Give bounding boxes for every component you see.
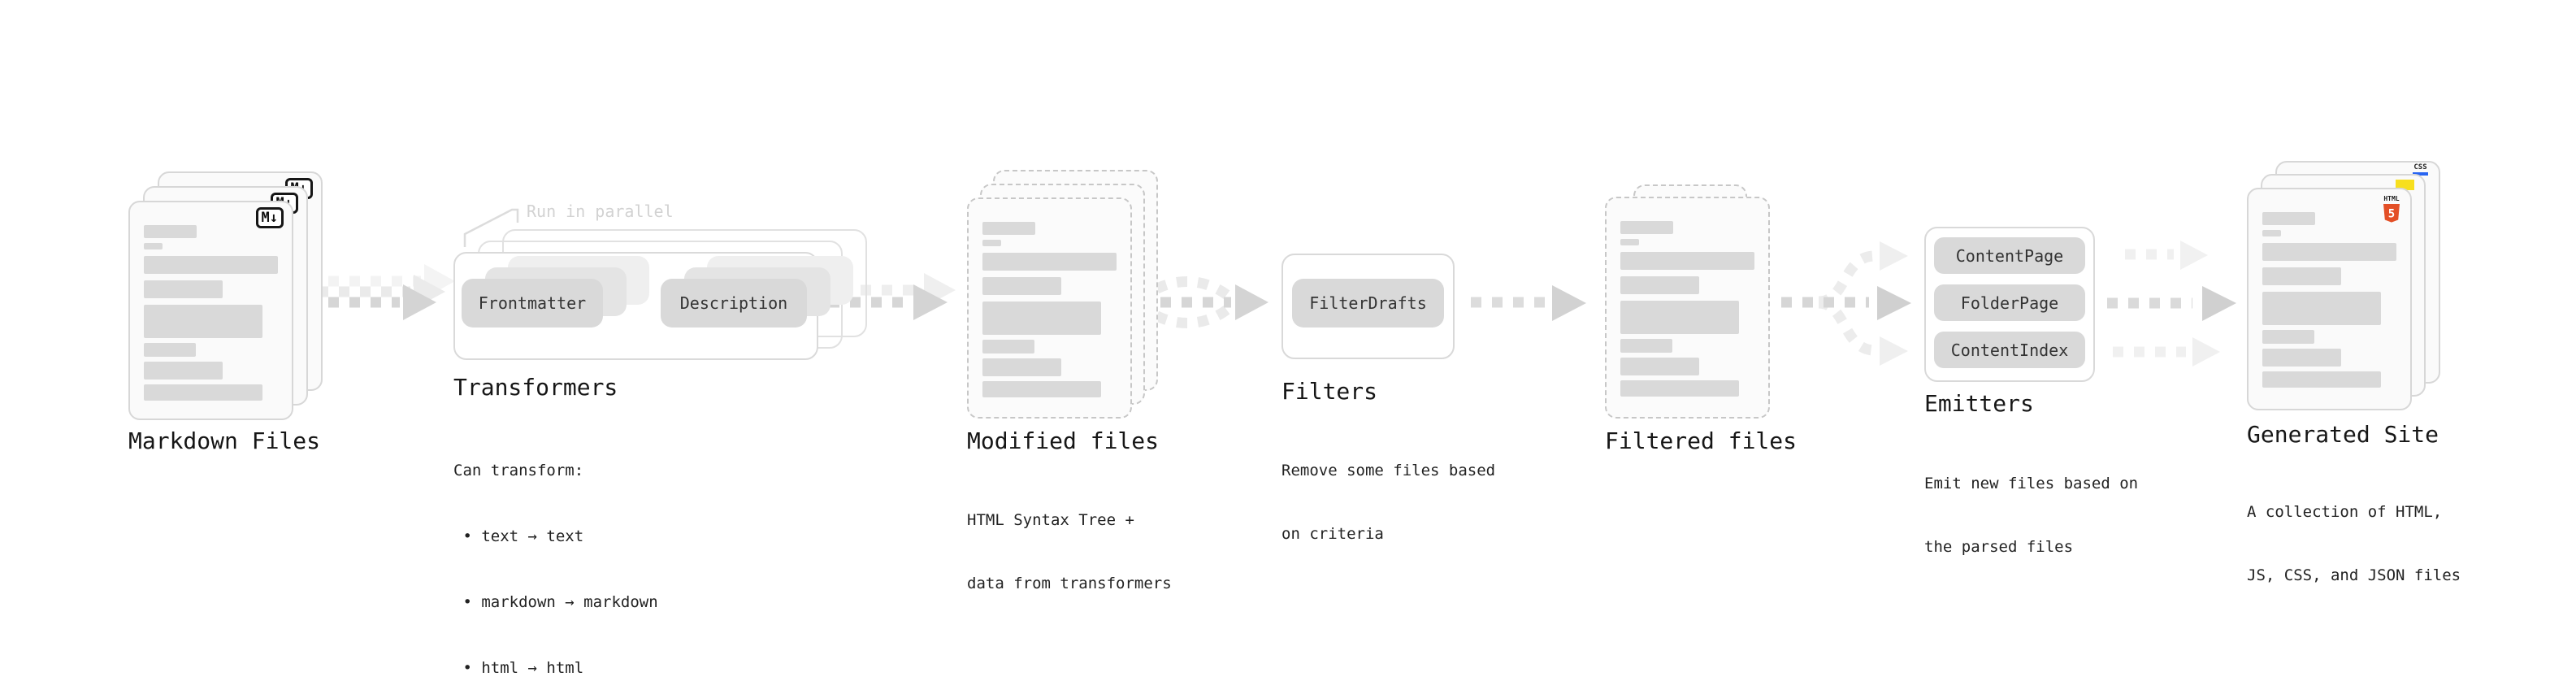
content-placeholder-bar: [1620, 358, 1699, 375]
emitters-description: Emit new files based on the parsed files: [1924, 431, 2138, 600]
description-line: • html → html: [453, 659, 584, 677]
content-placeholder-bar: [1620, 239, 1639, 245]
content-placeholder-bar: [144, 280, 223, 298]
description-line: Emit new files based on: [1924, 475, 2139, 492]
modified-files-description: HTML Syntax Tree + data from transformer…: [967, 467, 1172, 636]
content-placeholder-bar: [1620, 301, 1739, 334]
content-placeholder-bar: [2262, 330, 2314, 344]
stage-label-modified-files: Modified files: [967, 427, 1160, 454]
content-placeholder-bar: [2262, 267, 2341, 285]
content-placeholder-bar: [2262, 230, 2281, 236]
description-line: the parsed files: [1924, 538, 2074, 556]
content-placeholder-bar: [2262, 371, 2381, 388]
content-index-pill: ContentIndex: [1934, 332, 2085, 368]
description-line: A collection of HTML,: [2247, 503, 2443, 521]
arrow-emitters-to-generated: [2107, 241, 2236, 367]
description-line: Remove some files based: [1281, 462, 1496, 479]
arrow-transformers-to-modified: [829, 273, 956, 320]
file-card-front: HTML 5: [2247, 188, 2412, 410]
content-placeholder-bar: [144, 343, 196, 357]
content-placeholder-bar: [144, 243, 163, 249]
run-in-parallel-annotation: Run in parallel: [527, 202, 674, 221]
transformers-description: Can transform: • text → text • markdown …: [453, 416, 658, 681]
content-placeholder-bar: [982, 340, 1034, 354]
arrow-filtered-to-emitters-split: [1781, 241, 1911, 366]
content-placeholder-bar: [982, 240, 1001, 246]
content-page-pill: ContentPage: [1934, 237, 2085, 274]
stage-label-markdown-files: Markdown Files: [128, 427, 321, 454]
stage-label-emitters: Emitters: [1924, 390, 2034, 417]
folder-page-pill: FolderPage: [1934, 284, 2085, 321]
stage-label-transformers: Transformers: [453, 374, 618, 401]
content-placeholder-bar: [982, 358, 1061, 376]
content-placeholder-bar: [1620, 276, 1699, 294]
html5-word: HTML: [2383, 195, 2399, 202]
description-line: on criteria: [1281, 525, 1384, 543]
content-placeholder-bar: [982, 253, 1117, 271]
content-placeholder-bar: [2262, 212, 2315, 225]
arrow-markdown-to-transformers: [307, 264, 455, 320]
stage-label-generated-site: Generated Site: [2247, 421, 2439, 448]
transformer-description-pill: Description: [661, 279, 807, 327]
transformer-frontmatter-pill: Frontmatter: [462, 279, 603, 327]
description-line: HTML Syntax Tree +: [967, 511, 1134, 529]
description-line: • markdown → markdown: [453, 593, 658, 611]
html5-number: 5: [2388, 208, 2395, 221]
content-placeholder-bar: [2262, 292, 2381, 325]
content-placeholder-bar: [144, 225, 197, 238]
content-placeholder-bar: [144, 362, 223, 380]
description-line: • text → text: [453, 527, 584, 545]
css3-icon: CSS: [2413, 164, 2428, 176]
description-line: Can transform:: [453, 462, 584, 479]
html5-icon: HTML 5: [2383, 195, 2400, 223]
content-placeholder-bar: [1620, 339, 1672, 353]
content-placeholder-bar: [982, 381, 1101, 397]
content-placeholder-bar: [1620, 380, 1739, 397]
file-card-front: M↓: [128, 201, 293, 420]
run-in-parallel-leader-line: [463, 208, 519, 247]
content-placeholder-bar: [1620, 252, 1754, 270]
css-badge-text: CSS: [2413, 163, 2427, 171]
content-placeholder-bar: [144, 256, 278, 274]
markdown-icon: M↓: [255, 207, 284, 228]
stage-label-filters: Filters: [1281, 378, 1378, 405]
file-card-front: [967, 197, 1132, 419]
content-placeholder-bar: [982, 301, 1101, 335]
description-line: JS, CSS, and JSON files: [2247, 566, 2461, 584]
content-placeholder-bar: [2262, 349, 2341, 367]
generated-site-description: A collection of HTML, JS, CSS, and JSON …: [2247, 459, 2461, 628]
content-placeholder-bar: [2262, 243, 2396, 261]
stage-label-filtered-files: Filtered files: [1605, 427, 1798, 454]
file-card-front: [1605, 197, 1770, 419]
filters-description: Remove some files based on criteria: [1281, 418, 1495, 587]
content-placeholder-bar: [144, 384, 262, 401]
javascript-icon: [2396, 180, 2414, 190]
arrow-modified-to-filters-merge: [1135, 276, 1268, 328]
arrow-filters-to-filtered: [1471, 285, 1586, 321]
description-line: data from transformers: [967, 575, 1172, 592]
content-placeholder-bar: [982, 222, 1035, 235]
content-placeholder-bar: [982, 277, 1061, 295]
filter-drafts-pill: FilterDrafts: [1292, 279, 1444, 327]
content-placeholder-bar: [144, 305, 262, 338]
content-placeholder-bar: [1620, 221, 1673, 234]
